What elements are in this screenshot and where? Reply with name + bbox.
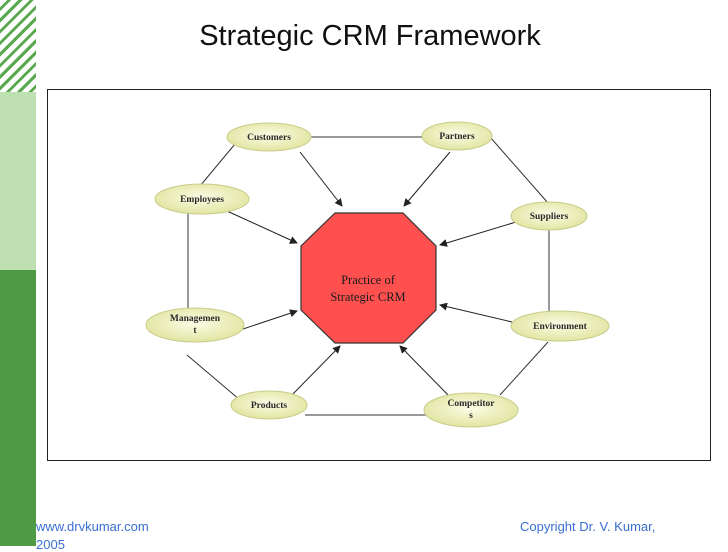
node-products: Products — [230, 390, 308, 420]
node-management: Managemen t — [145, 307, 245, 343]
line-environment-competitors — [499, 341, 549, 396]
node-products-label: Products — [251, 401, 288, 411]
node-partners: Partners — [421, 121, 493, 151]
center-label-line1: Practice of — [341, 273, 396, 287]
sidebar-hatch-pattern — [0, 0, 36, 92]
node-management-label-line2: t — [193, 326, 197, 336]
arrow-from-suppliers — [439, 221, 517, 247]
sidebar-light-band — [0, 92, 36, 270]
arrow-from-customers — [299, 151, 343, 207]
node-partners-label: Partners — [439, 132, 475, 142]
sidebar-dark-band — [0, 270, 36, 546]
center-octagon — [300, 212, 437, 344]
slide-title: Strategic CRM Framework — [199, 20, 541, 52]
arrow-from-competitors — [399, 345, 451, 398]
line-management-products — [186, 354, 241, 401]
node-employees: Employees — [154, 183, 250, 215]
center-label-line2: Strategic CRM — [330, 290, 405, 304]
node-suppliers-label: Suppliers — [530, 212, 569, 222]
arrow-from-partners — [403, 151, 451, 207]
node-competitors-label-line2: s — [469, 411, 473, 421]
sidebar-decoration — [0, 0, 36, 546]
node-management-label-line1: Managemen — [170, 314, 221, 324]
node-competitors-label-line1: Competitor — [448, 399, 496, 409]
node-environment-label: Environment — [533, 322, 588, 332]
node-customers: Customers — [226, 122, 312, 152]
node-customers-label: Customers — [247, 133, 291, 143]
footer-year: 2005 — [36, 537, 65, 552]
node-competitors: Competitor s — [423, 392, 519, 428]
line-customers-employees — [199, 143, 236, 187]
node-environment: Environment — [510, 310, 610, 342]
arrow-from-products — [289, 345, 341, 398]
inbound-arrows — [215, 151, 517, 398]
node-suppliers: Suppliers — [510, 201, 588, 231]
footer-website: www.drvkumar.com — [36, 519, 149, 534]
arrow-from-environment — [439, 302, 513, 323]
footer-copyright: Copyright Dr. V. Kumar, — [520, 519, 656, 534]
line-partners-suppliers — [489, 136, 549, 204]
arrow-from-employees — [215, 205, 298, 244]
node-employees-label: Employees — [180, 195, 224, 205]
